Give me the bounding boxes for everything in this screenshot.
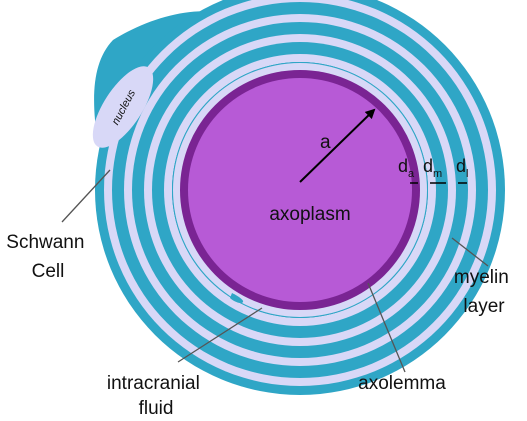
d-a-subscript: a [408, 168, 415, 180]
d-m-base: d [423, 156, 433, 176]
fluid-line-1: intracranial [107, 373, 200, 394]
d-m-subscript: m [433, 168, 442, 180]
d-a-base: d [398, 156, 408, 176]
radius-label: a [320, 132, 331, 153]
d-l-base: d [456, 156, 466, 176]
d-l-subscript: l [466, 168, 468, 180]
axoplasm-label: axoplasm [269, 204, 350, 225]
axolemma-label: axolemma [358, 373, 446, 394]
schwann-cell-label: Schwann Cell [6, 232, 89, 282]
schwann-line-2: Cell [32, 261, 65, 282]
axoplasm [188, 78, 412, 302]
schwann-line-1: Schwann [6, 232, 84, 253]
myelin-line-1: myelin [454, 267, 509, 288]
fluid-line-2: fluid [139, 398, 174, 419]
intracranial-fluid-label: intracranial fluid [107, 373, 205, 419]
myelin-line-2: layer [463, 296, 505, 317]
